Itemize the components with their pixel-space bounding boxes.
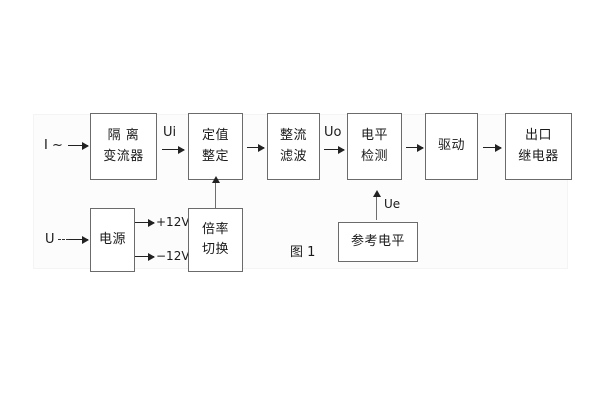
block-isolation-ct-line2: 变流器 [103, 148, 144, 164]
block-power-supply-line1: 电源 [98, 231, 126, 247]
arrow-reference-to-level-detect [372, 190, 381, 220]
block-isolation-ct[interactable]: 隔 离 变流器 [90, 113, 157, 180]
dashed-segment-voltage-input [58, 239, 69, 241]
block-rectify-filter-line1: 整流 [279, 128, 307, 144]
arrow-setting-to-rectify [247, 143, 265, 152]
block-level-detect[interactable]: 电平 检测 [347, 113, 402, 180]
signal-label-ui: Ui [163, 125, 177, 140]
input-label-current: I ~ [44, 138, 63, 153]
block-level-detect-line1: 电平 [360, 128, 388, 144]
block-setting-value[interactable]: 定值 整定 [188, 113, 243, 180]
block-power-supply[interactable]: 电源 [90, 208, 135, 272]
rail-label-negative: −12V [156, 249, 190, 263]
block-output-relay-line1: 出口 [524, 128, 552, 144]
arrow-rail-negative [135, 252, 155, 261]
figure-caption: 图 1 [290, 245, 316, 260]
rail-label-positive: +12V [156, 215, 190, 229]
arrow-current-to-isolation [68, 141, 89, 150]
arrow-rail-positive [135, 218, 155, 227]
arrow-voltage-to-power-supply [69, 235, 89, 244]
arrow-ratio-switch-to-setting [211, 176, 220, 208]
block-level-detect-line2: 检测 [360, 148, 388, 164]
block-ratio-switch-line2: 切换 [201, 242, 229, 257]
block-isolation-ct-line1: 隔 离 [107, 128, 140, 144]
arrow-rectify-to-level [324, 145, 345, 154]
signal-label-uo: Uo [324, 125, 342, 140]
block-setting-value-line1: 定值 [201, 128, 229, 144]
block-drive-line1: 驱动 [437, 138, 465, 154]
arrow-drive-to-output-relay [483, 143, 502, 152]
block-ratio-switch[interactable]: 倍率 切换 [188, 208, 243, 272]
block-reference-level-line1: 参考电平 [350, 233, 405, 249]
arrow-isolation-to-setting [162, 145, 185, 154]
input-label-voltage: U [45, 232, 55, 247]
arrow-level-to-drive [406, 143, 424, 152]
block-ratio-switch-line1: 倍率 [201, 221, 229, 237]
block-drive[interactable]: 驱动 [425, 113, 478, 180]
block-rectify-filter[interactable]: 整流 滤波 [267, 113, 320, 180]
block-rectify-filter-line2: 滤波 [279, 148, 307, 164]
signal-label-ue: Ue [384, 197, 401, 211]
block-output-relay-line2: 继电器 [518, 148, 559, 164]
block-reference-level[interactable]: 参考电平 [338, 222, 418, 262]
block-setting-value-line2: 整定 [201, 148, 229, 164]
block-output-relay[interactable]: 出口 继电器 [505, 113, 572, 180]
